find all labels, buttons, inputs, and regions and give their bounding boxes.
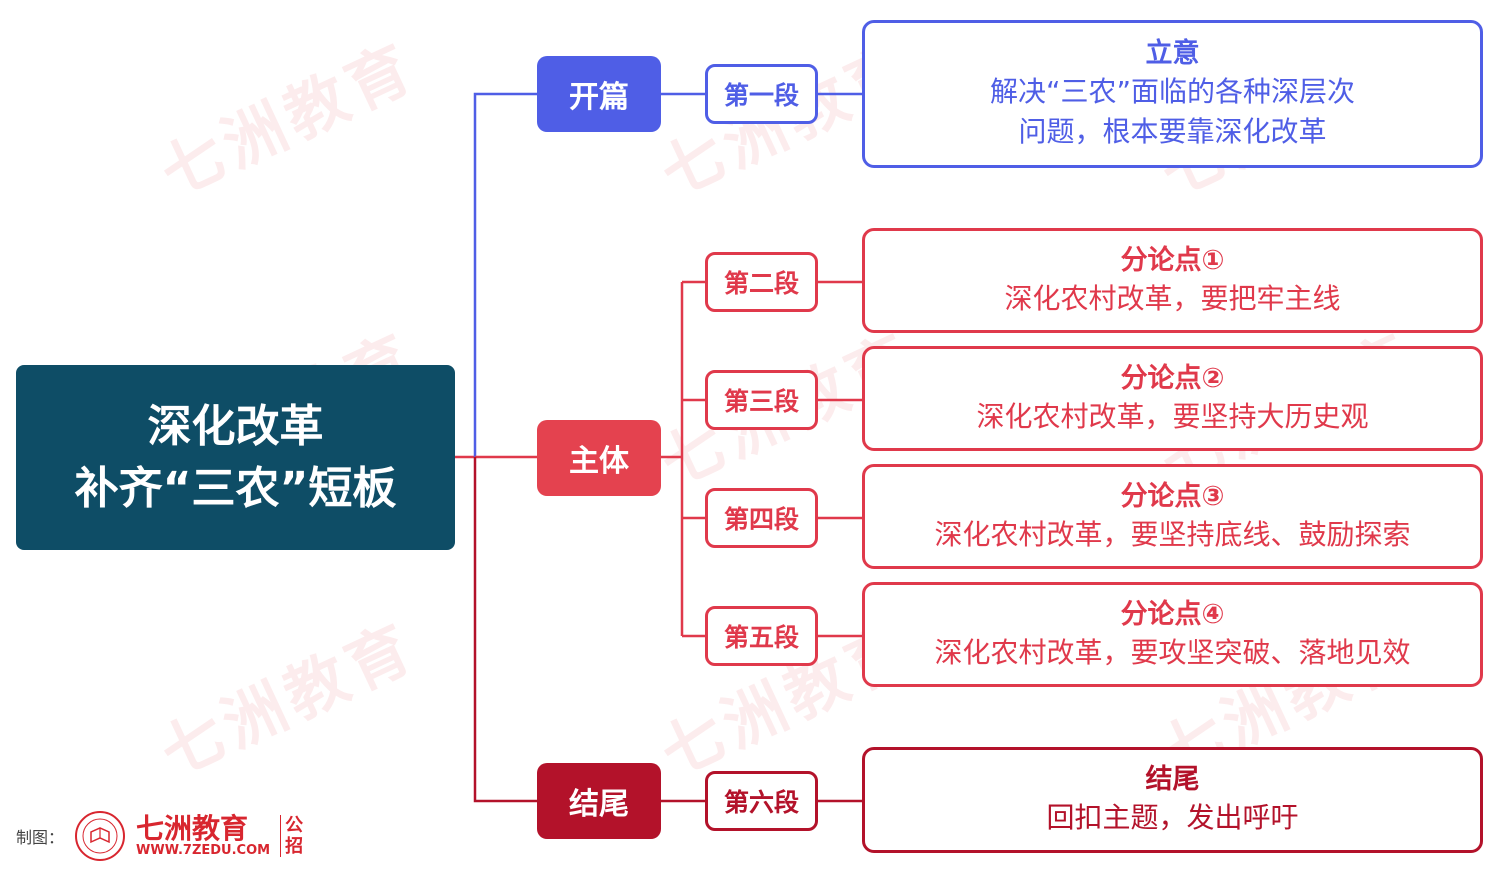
content-body-line: 深化农村改革，要坚持大历史观 bbox=[976, 399, 1369, 433]
content-body-line: 深化农村改革，要坚持底线、鼓励探索 bbox=[934, 517, 1411, 551]
content-body-line: 深化农村改革，要攻坚突破、落地见效 bbox=[934, 635, 1411, 669]
content-body-line: 解决“三农”面临的各种深层次 bbox=[989, 75, 1355, 108]
content-title: 分论点③ bbox=[1120, 480, 1225, 512]
credit-label: 制图： bbox=[16, 828, 65, 847]
logo-tag-char: 招 bbox=[285, 836, 304, 857]
content-body-line: 问题，根本要靠深化改革 bbox=[1018, 115, 1327, 148]
content-box-2: 分论点① 深化农村改革，要把牢主线 bbox=[862, 228, 1483, 333]
content-title: 立意 bbox=[1145, 38, 1200, 69]
connector-body-spine bbox=[661, 282, 684, 636]
content-title: 分论点② bbox=[1120, 362, 1225, 394]
root-title-line-1: 深化改革 bbox=[147, 400, 324, 452]
seal-logo-icon bbox=[75, 811, 126, 861]
paragraph-5-node: 第五段 bbox=[705, 606, 818, 666]
content-title: 结尾 bbox=[1145, 764, 1200, 795]
content-box-4: 分论点③ 深化农村改革，要坚持底线、鼓励探索 bbox=[862, 464, 1483, 569]
logo-url: WWW.7ZEDU.COM bbox=[136, 843, 271, 858]
logo-text: 七洲教育 WWW.7ZEDU.COM bbox=[136, 814, 270, 858]
logo-tag: 公 招 bbox=[280, 815, 303, 857]
connector-opening bbox=[473, 92, 537, 457]
root-title-line-2: 补齐“三农”短板 bbox=[74, 462, 397, 514]
content-box-6: 结尾 回扣主题，发出呼吁 bbox=[862, 747, 1483, 853]
paragraph-2-node: 第二段 bbox=[705, 252, 818, 312]
content-body-line: 回扣主题，发出呼吁 bbox=[1046, 801, 1299, 834]
root-node: 深化改革 补齐“三农”短板 bbox=[16, 365, 455, 550]
section-body: 主体 bbox=[537, 420, 661, 496]
paragraph-6-node: 第六段 bbox=[705, 771, 818, 831]
paragraph-1-node: 第一段 bbox=[705, 64, 818, 124]
connector-ending bbox=[473, 457, 537, 803]
section-opening: 开篇 bbox=[537, 56, 661, 132]
content-title: 分论点④ bbox=[1120, 598, 1225, 630]
paragraph-3-node: 第三段 bbox=[705, 370, 818, 430]
paragraph-4-node: 第四段 bbox=[705, 488, 818, 548]
content-box-5: 分论点④ 深化农村改革，要攻坚突破、落地见效 bbox=[862, 582, 1483, 687]
content-title: 分论点① bbox=[1120, 244, 1225, 276]
logo-brand: 七洲教育 bbox=[136, 812, 249, 845]
credit: 制图： 七洲教育 WWW.7ZEDU.COM 公 招 bbox=[16, 808, 303, 864]
content-box-1: 立意 解决“三农”面临的各种深层次 问题，根本要靠深化改革 bbox=[862, 20, 1483, 168]
content-body-line: 深化农村改革，要把牢主线 bbox=[1004, 281, 1341, 315]
section-ending: 结尾 bbox=[537, 763, 661, 839]
content-box-3: 分论点② 深化农村改革，要坚持大历史观 bbox=[862, 346, 1483, 451]
logo-tag-char: 公 bbox=[285, 815, 304, 836]
